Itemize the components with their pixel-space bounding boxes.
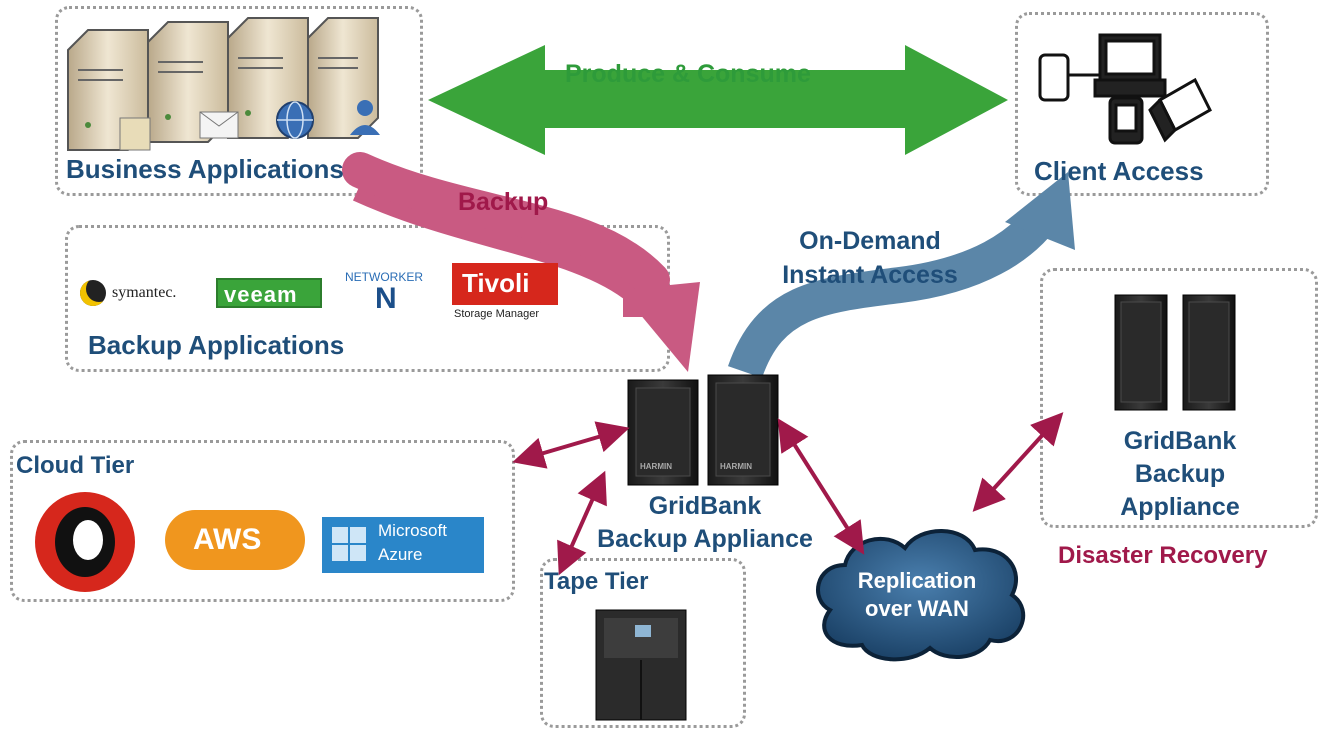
business-applications-box <box>55 6 423 196</box>
tape-tier-box <box>540 558 746 728</box>
dr-appliance-label: GridBank Backup Appliance <box>1120 427 1240 521</box>
tivoli-badge <box>452 263 558 305</box>
networker-wordmark: NETWORKER <box>345 270 423 284</box>
symantec-logo: symantec. <box>80 278 210 310</box>
client-access-box <box>1015 12 1269 196</box>
disaster-recovery-box <box>1040 268 1318 528</box>
gridbank-appliance-racks <box>627 374 779 486</box>
cloud-tier-box <box>10 440 515 602</box>
aws-logo: AWS <box>165 510 305 570</box>
networker-logo: NETWORKER N <box>345 270 435 315</box>
tivoli-logo: Tivoli Storage Manager <box>450 263 560 325</box>
client-devices-graphic <box>1038 33 1212 145</box>
tape-library-graphic <box>595 609 687 721</box>
dr-appliance-racks <box>1114 294 1236 411</box>
on-demand-arrow <box>727 172 1075 379</box>
azure-logo: Microsoft Azure <box>322 517 484 573</box>
tivoli-wordmark: Tivoli <box>462 268 530 298</box>
azure-text: Azure <box>378 545 423 564</box>
business-applications-label: Business Applications <box>66 154 344 184</box>
tivoli-subtitle: Storage Manager <box>454 308 539 320</box>
rackspace-logo <box>35 492 135 592</box>
veeam-wordmark: veeam <box>224 282 298 307</box>
gridbank-appliance-label: GridBank Backup Appliance <box>597 492 813 553</box>
on-demand-label: On-Demand Instant Access <box>782 227 958 289</box>
rack-brand-label: HARMIN <box>720 462 752 471</box>
rack-brand-label: HARMIN <box>640 462 672 471</box>
produce-consume-label: Produce & Consume <box>565 60 811 88</box>
replication-label: Replication over WAN <box>857 568 977 621</box>
connector-arrows <box>512 412 1064 576</box>
windows-icon <box>332 527 366 561</box>
cloud-tier-label: Cloud Tier <box>16 452 135 479</box>
backup-arrow-label: Backup <box>458 188 549 216</box>
business-servers-graphic <box>67 17 380 151</box>
azure-microsoft-text: Microsoft <box>378 521 447 540</box>
backup-arrow <box>342 152 700 372</box>
symantec-wordmark: symantec. <box>112 284 177 301</box>
networker-n-icon: N <box>375 282 397 315</box>
client-access-label: Client Access <box>1034 156 1204 186</box>
aws-wordmark: AWS <box>193 523 262 556</box>
backup-applications-label: Backup Applications <box>88 330 345 360</box>
disaster-recovery-label: Disaster Recovery <box>1058 542 1268 569</box>
produce-consume-arrow <box>428 45 1008 155</box>
tape-tier-label: Tape Tier <box>544 568 649 595</box>
veeam-logo: veeam <box>216 278 322 308</box>
